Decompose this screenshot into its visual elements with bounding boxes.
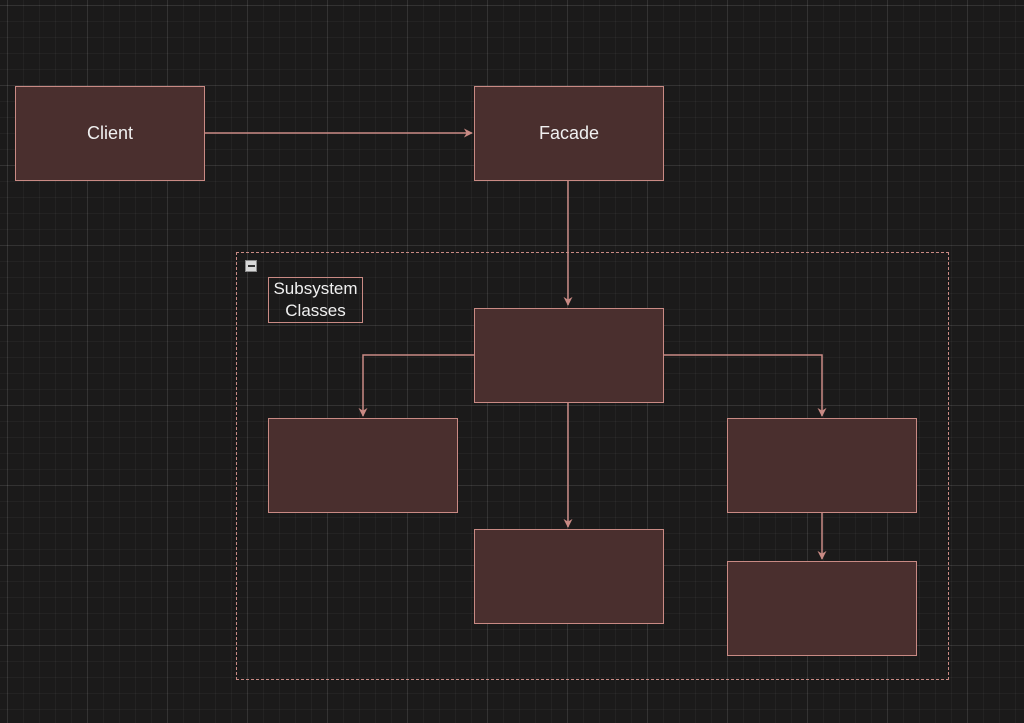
edge-subsystem-to-left[interactable] bbox=[358, 354, 474, 417]
subsystem-bottom-node[interactable] bbox=[474, 529, 664, 624]
facade-node[interactable]: Facade bbox=[474, 86, 664, 181]
client-node-label: Client bbox=[86, 123, 134, 143]
subsystem-main-node[interactable] bbox=[474, 308, 664, 403]
subsystem-right-child-node[interactable] bbox=[727, 561, 917, 656]
client-node[interactable]: Client bbox=[15, 86, 205, 181]
minus-icon bbox=[247, 265, 255, 267]
edge-subsystem-to-right[interactable] bbox=[664, 354, 827, 417]
subsystem-group-label[interactable]: Subsystem Classes bbox=[268, 277, 363, 323]
subsystem-right-node[interactable] bbox=[727, 418, 917, 513]
subsystem-group-container[interactable] bbox=[236, 252, 949, 680]
collapse-icon[interactable] bbox=[245, 260, 257, 272]
facade-node-label: Facade bbox=[538, 123, 600, 143]
subsystem-left-node[interactable] bbox=[268, 418, 458, 513]
